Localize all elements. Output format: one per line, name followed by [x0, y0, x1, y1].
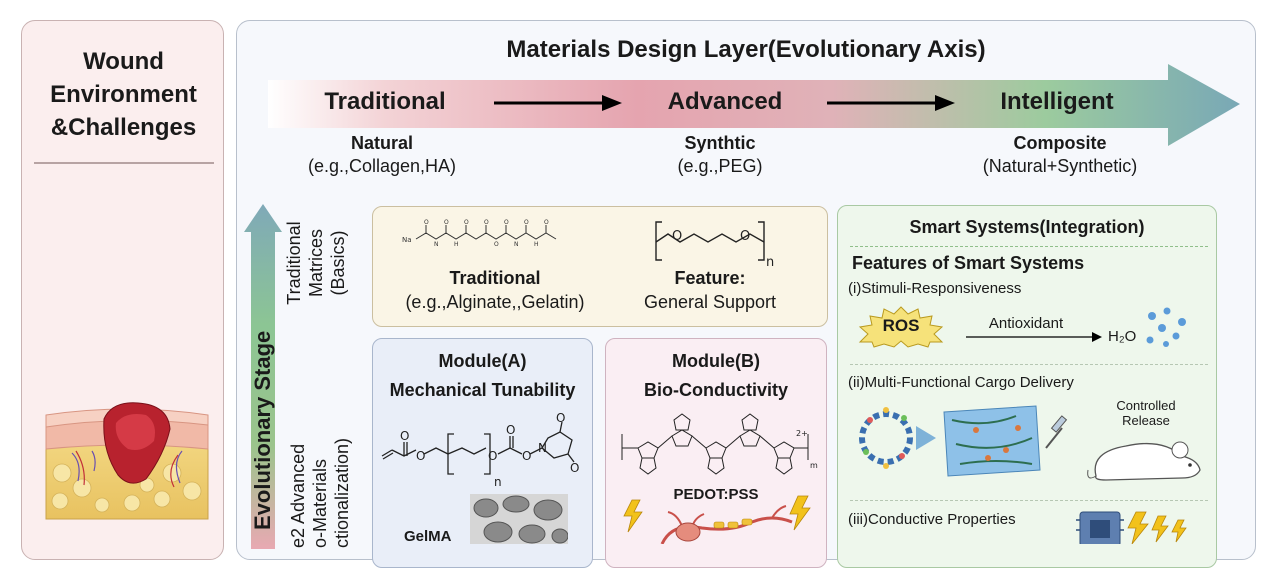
vertical-stage-arrow	[244, 204, 282, 549]
arrow-traditional-to-advanced	[494, 95, 622, 111]
wound-skin-illustration	[45, 402, 209, 520]
svg-text:N: N	[514, 241, 519, 248]
row-label-traditional-line1: Traditional	[284, 221, 304, 305]
title-line-1: Wound	[83, 48, 164, 75]
pedot-structure-diagram: 2+ m	[621, 413, 818, 475]
module-b-subtitle: Bio-Conductivity	[644, 380, 788, 400]
row-label-traditional: Traditional Matrices (Basics)	[283, 198, 349, 328]
stage-advanced: Advanced	[667, 88, 783, 115]
arrow-advanced-to-intelligent	[827, 95, 955, 111]
smart-systems-title: Smart Systems(Integration)	[909, 217, 1145, 237]
feature-stimuli-responsiveness: (i)Stimuli-Responsiveness	[848, 280, 1022, 297]
module-a-title: Module(A)	[438, 351, 527, 371]
controlled-release-line1: Controlled	[1116, 398, 1176, 413]
row-label-advanced-line2: o-Materials	[310, 458, 330, 548]
cargo-delivery-illustration	[859, 405, 1068, 477]
gelma-subscript: n	[494, 475, 502, 489]
feature-conductive-properties: (iii)Conductive Properties	[848, 511, 1016, 528]
svg-text:O: O	[444, 219, 449, 226]
smart-divider	[850, 246, 1208, 247]
feature-value: General Support	[643, 292, 777, 312]
smart-divider	[850, 364, 1208, 365]
svg-text:O: O	[522, 449, 531, 463]
svg-text:O: O	[506, 423, 515, 437]
svg-text:O: O	[400, 429, 409, 443]
porous-scaffold-image	[470, 494, 568, 544]
ros-burst-icon	[858, 306, 944, 348]
antioxidant-arrow	[966, 332, 1102, 342]
feature-label: Feature:	[674, 268, 746, 288]
stage-advanced-type: Synthtic	[684, 133, 756, 153]
controlled-release-line2: Release	[1122, 413, 1170, 428]
chip-lightning-icons	[1076, 511, 1187, 544]
svg-text:O: O	[424, 219, 429, 226]
title-line-2: Environment	[50, 81, 197, 108]
row-label-advanced-line1: e2 Advanced	[288, 443, 308, 548]
row-label-advanced: e2 Advanced o-Materials ctionalization)	[287, 418, 353, 548]
pedot-charge: 2+	[796, 429, 808, 438]
feature-cargo-delivery: (ii)Multi-Functional Cargo Delivery	[848, 374, 1074, 391]
module-b-title: Module(B)	[672, 351, 760, 371]
stage-intelligent-type: Composite	[1013, 133, 1107, 153]
traditional-material-name: Traditional	[449, 268, 541, 288]
svg-text:O: O	[494, 241, 499, 248]
svg-text:O: O	[416, 449, 425, 463]
svg-text:O: O	[544, 219, 549, 226]
stage-traditional-examples: (e.g.,Collagen,HA)	[307, 156, 457, 176]
evolution-arrow	[268, 64, 1240, 146]
stage-traditional-type: Natural	[350, 133, 413, 153]
smart-features-title: Features of Smart Systems	[852, 253, 1085, 273]
svg-text:O: O	[524, 219, 529, 226]
vertical-axis-label: Evolutionary Stage	[250, 330, 275, 530]
controlled-release-label: Controlled Release	[1100, 398, 1192, 428]
svg-text:O: O	[672, 229, 682, 244]
stage-traditional: Traditional	[324, 88, 446, 115]
pedot-subscript: m	[810, 461, 818, 470]
mouse-icon	[1087, 441, 1201, 481]
svg-text:N: N	[434, 241, 439, 248]
water-droplets-icon	[1146, 307, 1186, 347]
wound-environment-panel: Wound Environment &Challenges	[21, 20, 224, 560]
wound-panel-title: Wound Environment &Challenges	[22, 45, 225, 144]
na-label-left: Na	[402, 236, 412, 244]
svg-text:H: H	[454, 241, 459, 248]
stage-advanced-examples: (e.g.,PEG)	[677, 156, 763, 176]
svg-text:O: O	[570, 461, 579, 475]
lightning-icon	[623, 499, 643, 533]
row-label-traditional-line3: (Basics)	[328, 230, 348, 296]
row-label-traditional-line2: Matrices	[306, 229, 326, 298]
pedot-pss-label: PEDOT:PSS	[673, 486, 759, 503]
svg-text:O: O	[488, 449, 497, 463]
smart-divider	[850, 500, 1208, 501]
peg-subscript: n	[766, 255, 774, 270]
svg-text:O: O	[556, 412, 565, 425]
svg-text:O: O	[484, 219, 489, 226]
lightning-icon	[789, 495, 811, 531]
stage-intelligent: Intelligent	[1000, 88, 1114, 115]
traditional-material-examples: (e.g.,Alginate,,Gelatin)	[405, 292, 585, 312]
row-label-advanced-line3: ctionalization)	[332, 437, 352, 548]
antioxidant-label: Antioxidant	[988, 315, 1064, 332]
ros-label: ROS	[882, 316, 920, 335]
peg-structure-diagram: O O n	[655, 221, 774, 270]
svg-text:N: N	[538, 441, 547, 455]
neuron-lightning-illustration	[623, 495, 811, 544]
page-title: Materials Design Layer(Evolutionary Axis…	[506, 36, 986, 63]
smart-systems-box	[837, 205, 1217, 568]
alginate-structure-diagram: O O O O O O O N H O N H Na	[402, 219, 557, 248]
h2o-label: H₂O	[1108, 328, 1137, 345]
module-a-subtitle: Mechanical Tunability	[389, 380, 576, 400]
svg-text:O: O	[464, 219, 469, 226]
panel-divider	[34, 162, 214, 164]
gelma-label: GelMA	[404, 528, 452, 545]
svg-text:O: O	[740, 229, 750, 244]
title-line-3: &Challenges	[50, 114, 197, 141]
svg-text:O: O	[504, 219, 509, 226]
stage-intelligent-examples: (Natural+Synthetic)	[982, 156, 1138, 176]
svg-text:H: H	[534, 241, 539, 248]
traditional-matrices-box	[372, 206, 828, 327]
